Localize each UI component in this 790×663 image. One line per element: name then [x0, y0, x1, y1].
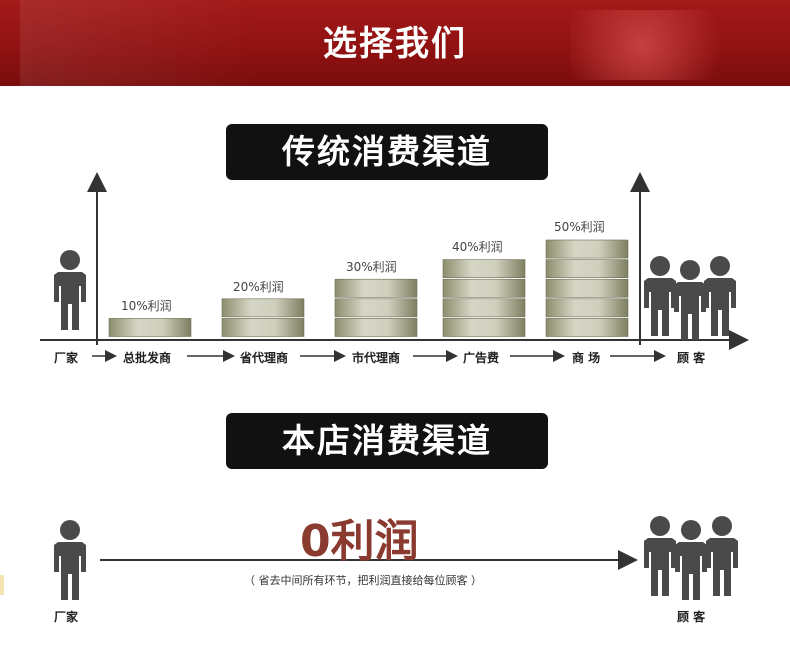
store-from-label: 厂家 — [54, 610, 79, 624]
store-to-label: 顾 客 — [677, 610, 706, 624]
profit-slab — [334, 298, 418, 318]
profit-slab — [545, 278, 629, 298]
profit-slab — [334, 318, 418, 337]
profit-label: 20%利润 — [233, 280, 284, 294]
profit-slab — [545, 298, 629, 318]
store-manufacturer-person-icon — [54, 520, 86, 600]
profit-slab — [442, 298, 526, 318]
store-channel-title: 本店消费渠道 — [226, 413, 548, 469]
profit-slab — [221, 298, 305, 318]
profit-slab — [442, 259, 526, 279]
profit-slab — [334, 278, 418, 298]
chain-label: 顾 客 — [677, 351, 706, 365]
profit-slab — [545, 318, 629, 337]
chain-label: 商 场 — [572, 351, 601, 365]
profit-label: 50%利润 — [554, 220, 605, 234]
store-note: （ 省去中间所有环节，把利润直接给每位顾客 ） — [244, 574, 482, 587]
profit-slab — [545, 239, 629, 259]
profit-label: 30%利润 — [346, 260, 397, 274]
zero-profit-label: 0利润 — [300, 516, 419, 567]
chain-label: 省代理商 — [240, 351, 289, 365]
chain-label: 总批发商 — [123, 351, 172, 365]
profit-slab — [221, 318, 305, 337]
profit-label: 40%利润 — [452, 240, 503, 254]
traditional-channel-title: 传统消费渠道 — [226, 124, 548, 180]
customers-group-icon — [644, 256, 736, 340]
edge-strip — [0, 575, 4, 595]
chain-label: 厂家 — [54, 351, 79, 365]
profit-slab — [545, 259, 629, 279]
chain-label: 广告费 — [463, 351, 500, 365]
profit-slab — [108, 318, 192, 337]
profit-slab — [442, 278, 526, 298]
top-banner: 选择我们 — [0, 0, 790, 86]
profit-label: 10%利润 — [121, 299, 172, 313]
profit-stacks — [108, 239, 629, 337]
profit-slab — [442, 318, 526, 337]
chain-label: 市代理商 — [352, 351, 401, 365]
banner-decoration-flower — [570, 10, 750, 80]
banner-title: 选择我们 — [323, 24, 467, 64]
store-customers-group-icon — [644, 516, 738, 600]
manufacturer-person-icon — [54, 250, 86, 330]
banner-decoration — [20, 0, 260, 86]
